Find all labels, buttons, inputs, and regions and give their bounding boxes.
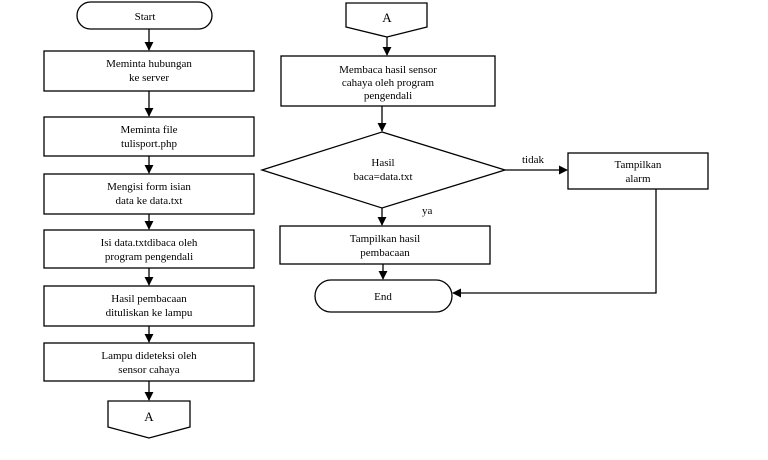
read-line3: pengendali xyxy=(364,90,412,102)
arrow-alarm-end xyxy=(452,189,657,298)
result-line1: Tampilkan hasil xyxy=(350,233,420,245)
step-fill-form: Mengisi form isian data ke data.txt xyxy=(43,173,255,215)
end-label: End xyxy=(374,291,392,303)
step6-line1: Lampu dideteksi oleh xyxy=(101,350,197,362)
end-terminal: End xyxy=(314,279,453,313)
connector-in-label: A xyxy=(382,10,392,25)
start-label: Start xyxy=(135,11,156,23)
alarm-line1: Tampilkan xyxy=(615,159,662,171)
step-show-alarm: Tampilkan alarm xyxy=(567,152,709,190)
step2-line2: tulisport.php xyxy=(121,138,177,150)
step-write-lamp: Hasil pembacaan dituliskan ke lampu xyxy=(43,285,255,327)
step-request-file: Meminta file tulisport.php xyxy=(43,116,255,157)
decision-line2: baca=data.txt xyxy=(353,171,412,183)
connector-in-a: A xyxy=(345,2,428,38)
start-terminal: Start xyxy=(76,1,213,30)
connector-out-a: A xyxy=(107,400,191,439)
step-show-result: Tampilkan hasil pembacaan xyxy=(279,225,491,265)
decision-line1: Hasil xyxy=(371,157,394,169)
label-no: tidak xyxy=(522,154,544,166)
alarm-line2: alarm xyxy=(625,173,650,185)
step-read-sensor: Membaca hasil sensor cahaya oleh program… xyxy=(280,55,496,107)
read-line2: cahaya oleh program xyxy=(342,77,435,89)
step-detect-lamp: Lampu dideteksi oleh sensor cahaya xyxy=(43,342,255,382)
step1-line2: ke server xyxy=(129,72,169,84)
step6-line2: sensor cahaya xyxy=(118,364,180,376)
step5-line2: dituliskan ke lampu xyxy=(106,307,193,319)
step4-line2: program pengendali xyxy=(105,251,193,263)
decision-diamond: Hasil baca=data.txt xyxy=(259,131,508,209)
read-line1: Membaca hasil sensor xyxy=(339,64,437,76)
step5-line1: Hasil pembacaan xyxy=(111,293,187,305)
result-line2: pembacaan xyxy=(360,247,410,259)
label-yes: ya xyxy=(422,205,433,217)
step-request-connection: Meminta hubungan ke server xyxy=(43,50,255,92)
step4-line1: Isi data.txtdibaca oleh xyxy=(101,237,198,249)
step3-line1: Mengisi form isian xyxy=(107,181,191,193)
step3-line2: data ke data.txt xyxy=(116,195,183,207)
step2-line1: Meminta file xyxy=(120,124,177,136)
connector-out-label: A xyxy=(144,409,154,424)
step1-line1: Meminta hubungan xyxy=(106,58,192,70)
step-read-data: Isi data.txtdibaca oleh program pengenda… xyxy=(43,229,255,269)
